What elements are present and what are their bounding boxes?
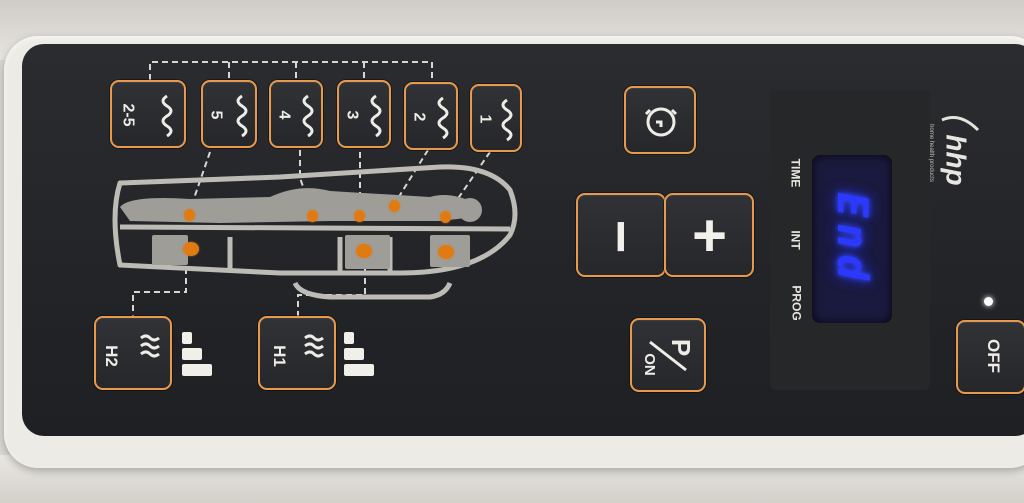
zone-dot-2 [389, 200, 400, 212]
chair-diagram [112, 164, 518, 300]
logo-tagline: home health products [927, 124, 934, 182]
wave-icon [236, 94, 248, 138]
wave-icon [370, 94, 382, 138]
minus-label: − [588, 219, 654, 254]
logo-text: hhp [940, 134, 972, 186]
zone-label: 5 [207, 110, 225, 120]
indicator-time: TIME [788, 158, 803, 188]
display-text: End [828, 192, 877, 286]
heat-icon [304, 334, 324, 358]
wave-icon [501, 98, 513, 142]
lcd-display: End [812, 155, 892, 323]
indicator-prog: PROG [789, 285, 804, 321]
timer-icon [644, 107, 678, 137]
wave-icon [437, 96, 449, 140]
plus-button[interactable]: + [664, 193, 754, 277]
zone-dot-1 [440, 211, 451, 223]
heat-dot-1 [438, 245, 454, 259]
zone-label: 1 [476, 114, 494, 124]
indicator-int: INT [788, 230, 803, 250]
heat-dot-h1 [356, 244, 372, 258]
program-label-on: ON [640, 353, 658, 376]
heat-dot-h2 [183, 242, 199, 256]
zone-label: 3 [343, 110, 361, 120]
heat-level-h2-icon [182, 332, 212, 376]
zone-button-1[interactable]: 1 [470, 84, 522, 152]
off-button[interactable]: OFF [956, 320, 1024, 394]
heat-label-h2: H2 [101, 345, 121, 367]
plus-label: + [692, 202, 728, 269]
slash-icon [649, 340, 687, 372]
off-label: OFF [984, 339, 1003, 373]
timer-button[interactable] [624, 86, 696, 154]
wave-icon [302, 94, 314, 138]
program-button[interactable]: P ON [630, 318, 706, 392]
zone-dot-4 [307, 210, 318, 222]
wave-icon [161, 94, 173, 138]
zone-label: 2-5 [119, 103, 137, 127]
heat-level-h1-icon [344, 332, 374, 376]
zone-button-4[interactable]: 4 [269, 80, 323, 148]
logo-swoosh-icon [941, 116, 980, 132]
heat-button-h1[interactable]: H1 [258, 316, 336, 390]
zone-button-2-5[interactable]: 2-5 [110, 80, 186, 148]
hhp-logo: hhp home health products [927, 110, 990, 210]
zone-button-2[interactable]: 2 [404, 82, 458, 150]
heat-label-h1: H1 [269, 345, 289, 367]
zone-button-5[interactable]: 5 [201, 80, 257, 148]
zone-label: 2 [410, 112, 428, 122]
minus-button[interactable]: − [576, 193, 666, 277]
zone-dot-3 [354, 210, 365, 222]
zone-dot-5 [184, 209, 195, 221]
zone-button-3[interactable]: 3 [337, 80, 391, 148]
heat-icon [140, 334, 160, 358]
zone-label: 4 [275, 110, 293, 120]
heat-button-h2[interactable]: H2 [94, 316, 172, 390]
power-led [984, 297, 993, 306]
